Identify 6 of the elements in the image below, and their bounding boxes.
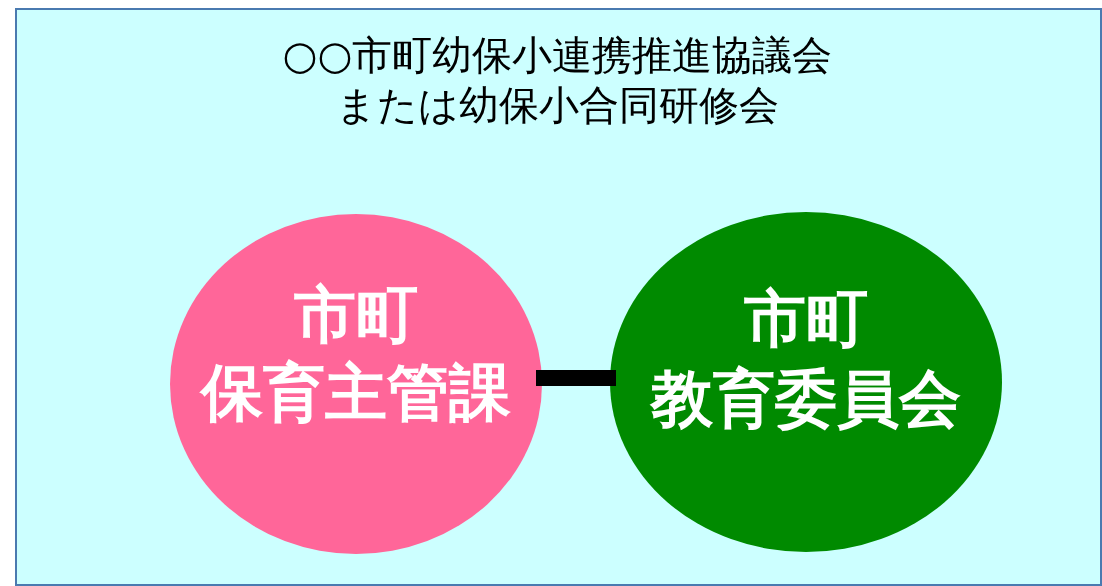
- title-text: ○○市町幼保小連携推進協議会または幼保小合同研修会: [281, 31, 834, 130]
- circle-heading: 市町: [293, 277, 419, 353]
- circle-heading: 市町: [743, 281, 869, 357]
- circle-label: 保育主管課: [198, 355, 512, 431]
- connector-line: [536, 370, 616, 386]
- circle-label: 教育委員会: [649, 361, 962, 437]
